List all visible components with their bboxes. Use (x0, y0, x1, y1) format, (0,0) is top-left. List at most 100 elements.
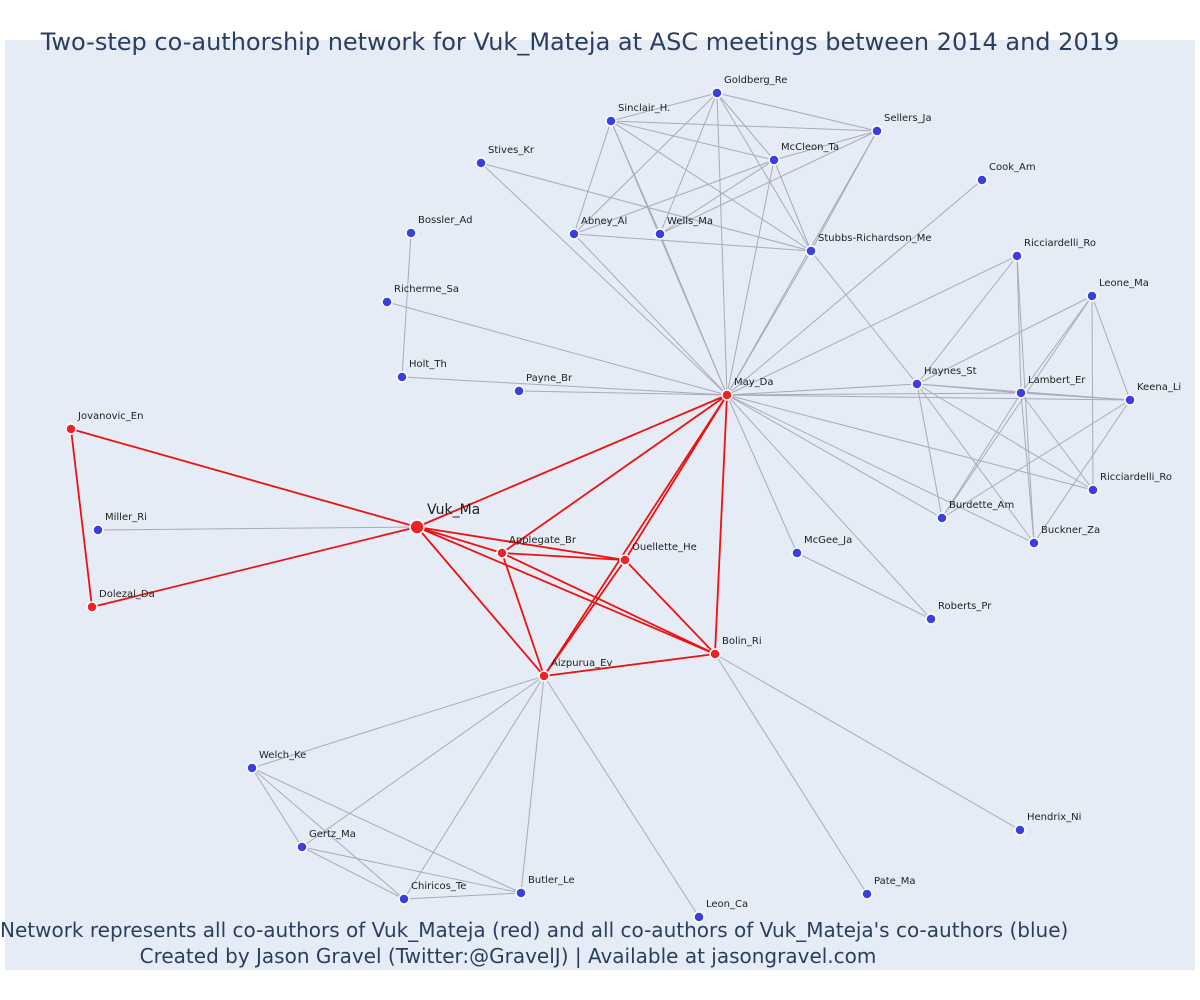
node-aizpurua-ev[interactable] (538, 670, 550, 682)
node-label-wells-ma: Wells_Ma (667, 216, 713, 227)
edge-applegate-br-aizpurua-ev (501, 552, 545, 677)
node-cook-am[interactable] (976, 174, 988, 186)
edge-layer (70, 92, 1131, 918)
edge-vuk-ma-may-da (416, 394, 728, 528)
node-gertz-ma[interactable] (296, 841, 308, 853)
node-bossler-ad[interactable] (405, 227, 417, 239)
edge-lambert-er-burdette-am (941, 392, 1022, 519)
edge-ricciardelli-ro-top-haynes-st (916, 255, 1018, 385)
edge-vuk-ma-jovanovic-en (70, 428, 418, 528)
node-label-gertz-ma: Gertz_Ma (309, 829, 356, 840)
node-lambert-er[interactable] (1015, 387, 1027, 399)
node-jovanovic-en[interactable] (65, 423, 77, 435)
edge-vuk-ma-miller-ri (97, 526, 418, 531)
node-dolezal-da[interactable] (86, 601, 98, 613)
node-label-buckner-za: Buckner_Za (1041, 525, 1100, 536)
node-label-jovanovic-en: Jovanovic_En (77, 411, 143, 422)
edge-aizpurua-ev-leon-ca (543, 675, 700, 918)
node-mcgee-ja[interactable] (791, 547, 803, 559)
node-label-burdette-am: Burdette_Am (949, 500, 1014, 511)
node-hendrix-ni[interactable] (1014, 824, 1026, 836)
edge-sellers-ja-stubbs-richardson-me (810, 130, 878, 252)
node-label-goldberg-re: Goldberg_Re (724, 75, 787, 86)
edge-may-da-cook-am (726, 179, 983, 396)
node-label-stubbs-richardson-me: Stubbs-Richardson_Me (818, 233, 932, 244)
edge-gertz-ma-chiricos-te (301, 846, 405, 900)
node-sinclair-h[interactable] (605, 115, 617, 127)
edge-may-da-wells-ma (659, 233, 728, 396)
edge-vuk-ma-ouellette-he (416, 526, 626, 561)
node-mccleon-ta[interactable] (768, 154, 780, 166)
edge-sinclair-h-sellers-ja (610, 120, 878, 132)
node-ricciardelli-ro-top[interactable] (1011, 250, 1023, 262)
node-may-da[interactable] (721, 389, 733, 401)
edge-vuk-ma-applegate-br (416, 526, 503, 554)
edge-may-da-stives-kr (480, 162, 728, 396)
node-applegate-br[interactable] (496, 547, 508, 559)
node-miller-ri[interactable] (92, 524, 104, 536)
node-butler-le[interactable] (515, 887, 527, 899)
edge-mcgee-ja-roberts-pr (796, 552, 932, 620)
edge-abney-al-stubbs-richardson-me (573, 233, 812, 252)
edge-may-da-sellers-ja (726, 130, 878, 396)
node-label-vuk-ma: Vuk_Ma (427, 502, 480, 518)
node-richerme-sa[interactable] (381, 296, 393, 308)
edge-haynes-st-burdette-am (916, 383, 943, 519)
node-payne-br[interactable] (513, 385, 525, 397)
edge-keena-li-buckner-za (1033, 399, 1131, 544)
node-label-butler-le: Butler_Le (528, 875, 575, 886)
node-buckner-za[interactable] (1028, 537, 1040, 549)
edge-vuk-ma-dolezal-da (91, 526, 418, 608)
node-label-applegate-br: Applegate_Br (509, 535, 577, 546)
edge-may-da-holt-th (401, 376, 728, 396)
node-stives-kr[interactable] (475, 157, 487, 169)
node-label-ricciardelli-ro-top: Ricciardelli_Ro (1024, 238, 1096, 249)
edge-may-da-stubbs-richardson-me (726, 250, 812, 396)
node-bolin-ri[interactable] (709, 648, 721, 660)
node-leone-ma[interactable] (1086, 290, 1098, 302)
node-label-leon-ca: Leon_Ca (706, 899, 748, 910)
edge-may-da-richerme-sa (386, 301, 728, 396)
node-label-abney-al: Abney_Al (581, 216, 627, 227)
node-haynes-st[interactable] (911, 378, 923, 390)
node-label-aizpurua-ev: Aizpurua_Ev (551, 658, 612, 669)
edge-sinclair-h-mccleon-ta (610, 120, 775, 161)
caption-line-2: Created by Jason Gravel (Twitter:@Gravel… (139, 944, 877, 968)
node-roberts-pr[interactable] (925, 613, 937, 625)
node-ouellette-he[interactable] (619, 554, 631, 566)
node-sellers-ja[interactable] (871, 125, 883, 137)
edge-mccleon-ta-abney-al (573, 159, 775, 235)
node-label-bossler-ad: Bossler_Ad (418, 215, 472, 226)
node-keena-li[interactable] (1124, 394, 1136, 406)
node-holt-th[interactable] (396, 371, 408, 383)
node-label-pate-ma: Pate_Ma (874, 876, 916, 887)
edge-may-da-roberts-pr (726, 394, 932, 620)
edge-stives-kr-stubbs-richardson-me (480, 162, 812, 252)
node-stubbs-richardson-me[interactable] (805, 245, 817, 257)
edge-sinclair-h-stubbs-richardson-me (610, 120, 812, 252)
edge-goldberg-re-stubbs-richardson-me (716, 92, 812, 252)
node-wells-ma[interactable] (654, 228, 666, 240)
node-label-leone-ma: Leone_Ma (1099, 278, 1149, 289)
edge-lambert-er-keena-li (1020, 392, 1131, 401)
edge-leone-ma-keena-li (1091, 295, 1131, 401)
edge-sinclair-h-wells-ma (610, 120, 661, 235)
edge-may-da-lambert-er (726, 392, 1022, 396)
node-abney-al[interactable] (568, 228, 580, 240)
edge-vuk-ma-aizpurua-ev (416, 526, 545, 677)
edge-lambert-er-ricciardelli-ro-bottom (1020, 392, 1094, 491)
edge-goldberg-re-sinclair-h (610, 92, 718, 122)
node-burdette-am[interactable] (936, 512, 948, 524)
edge-welch-ke-butler-le (251, 767, 522, 894)
node-leon-ca[interactable] (693, 911, 705, 923)
node-chiricos-te[interactable] (398, 893, 410, 905)
node-ricciardelli-ro-bottom[interactable] (1087, 484, 1099, 496)
node-goldberg-re[interactable] (711, 87, 723, 99)
edge-aizpurua-ev-welch-ke (251, 675, 545, 769)
node-vuk-ma[interactable] (409, 519, 425, 535)
node-pate-ma[interactable] (861, 888, 873, 900)
node-welch-ke[interactable] (246, 762, 258, 774)
edge-lambert-er-buckner-za (1020, 392, 1035, 544)
edge-leone-ma-ricciardelli-ro-bottom (1091, 295, 1094, 491)
